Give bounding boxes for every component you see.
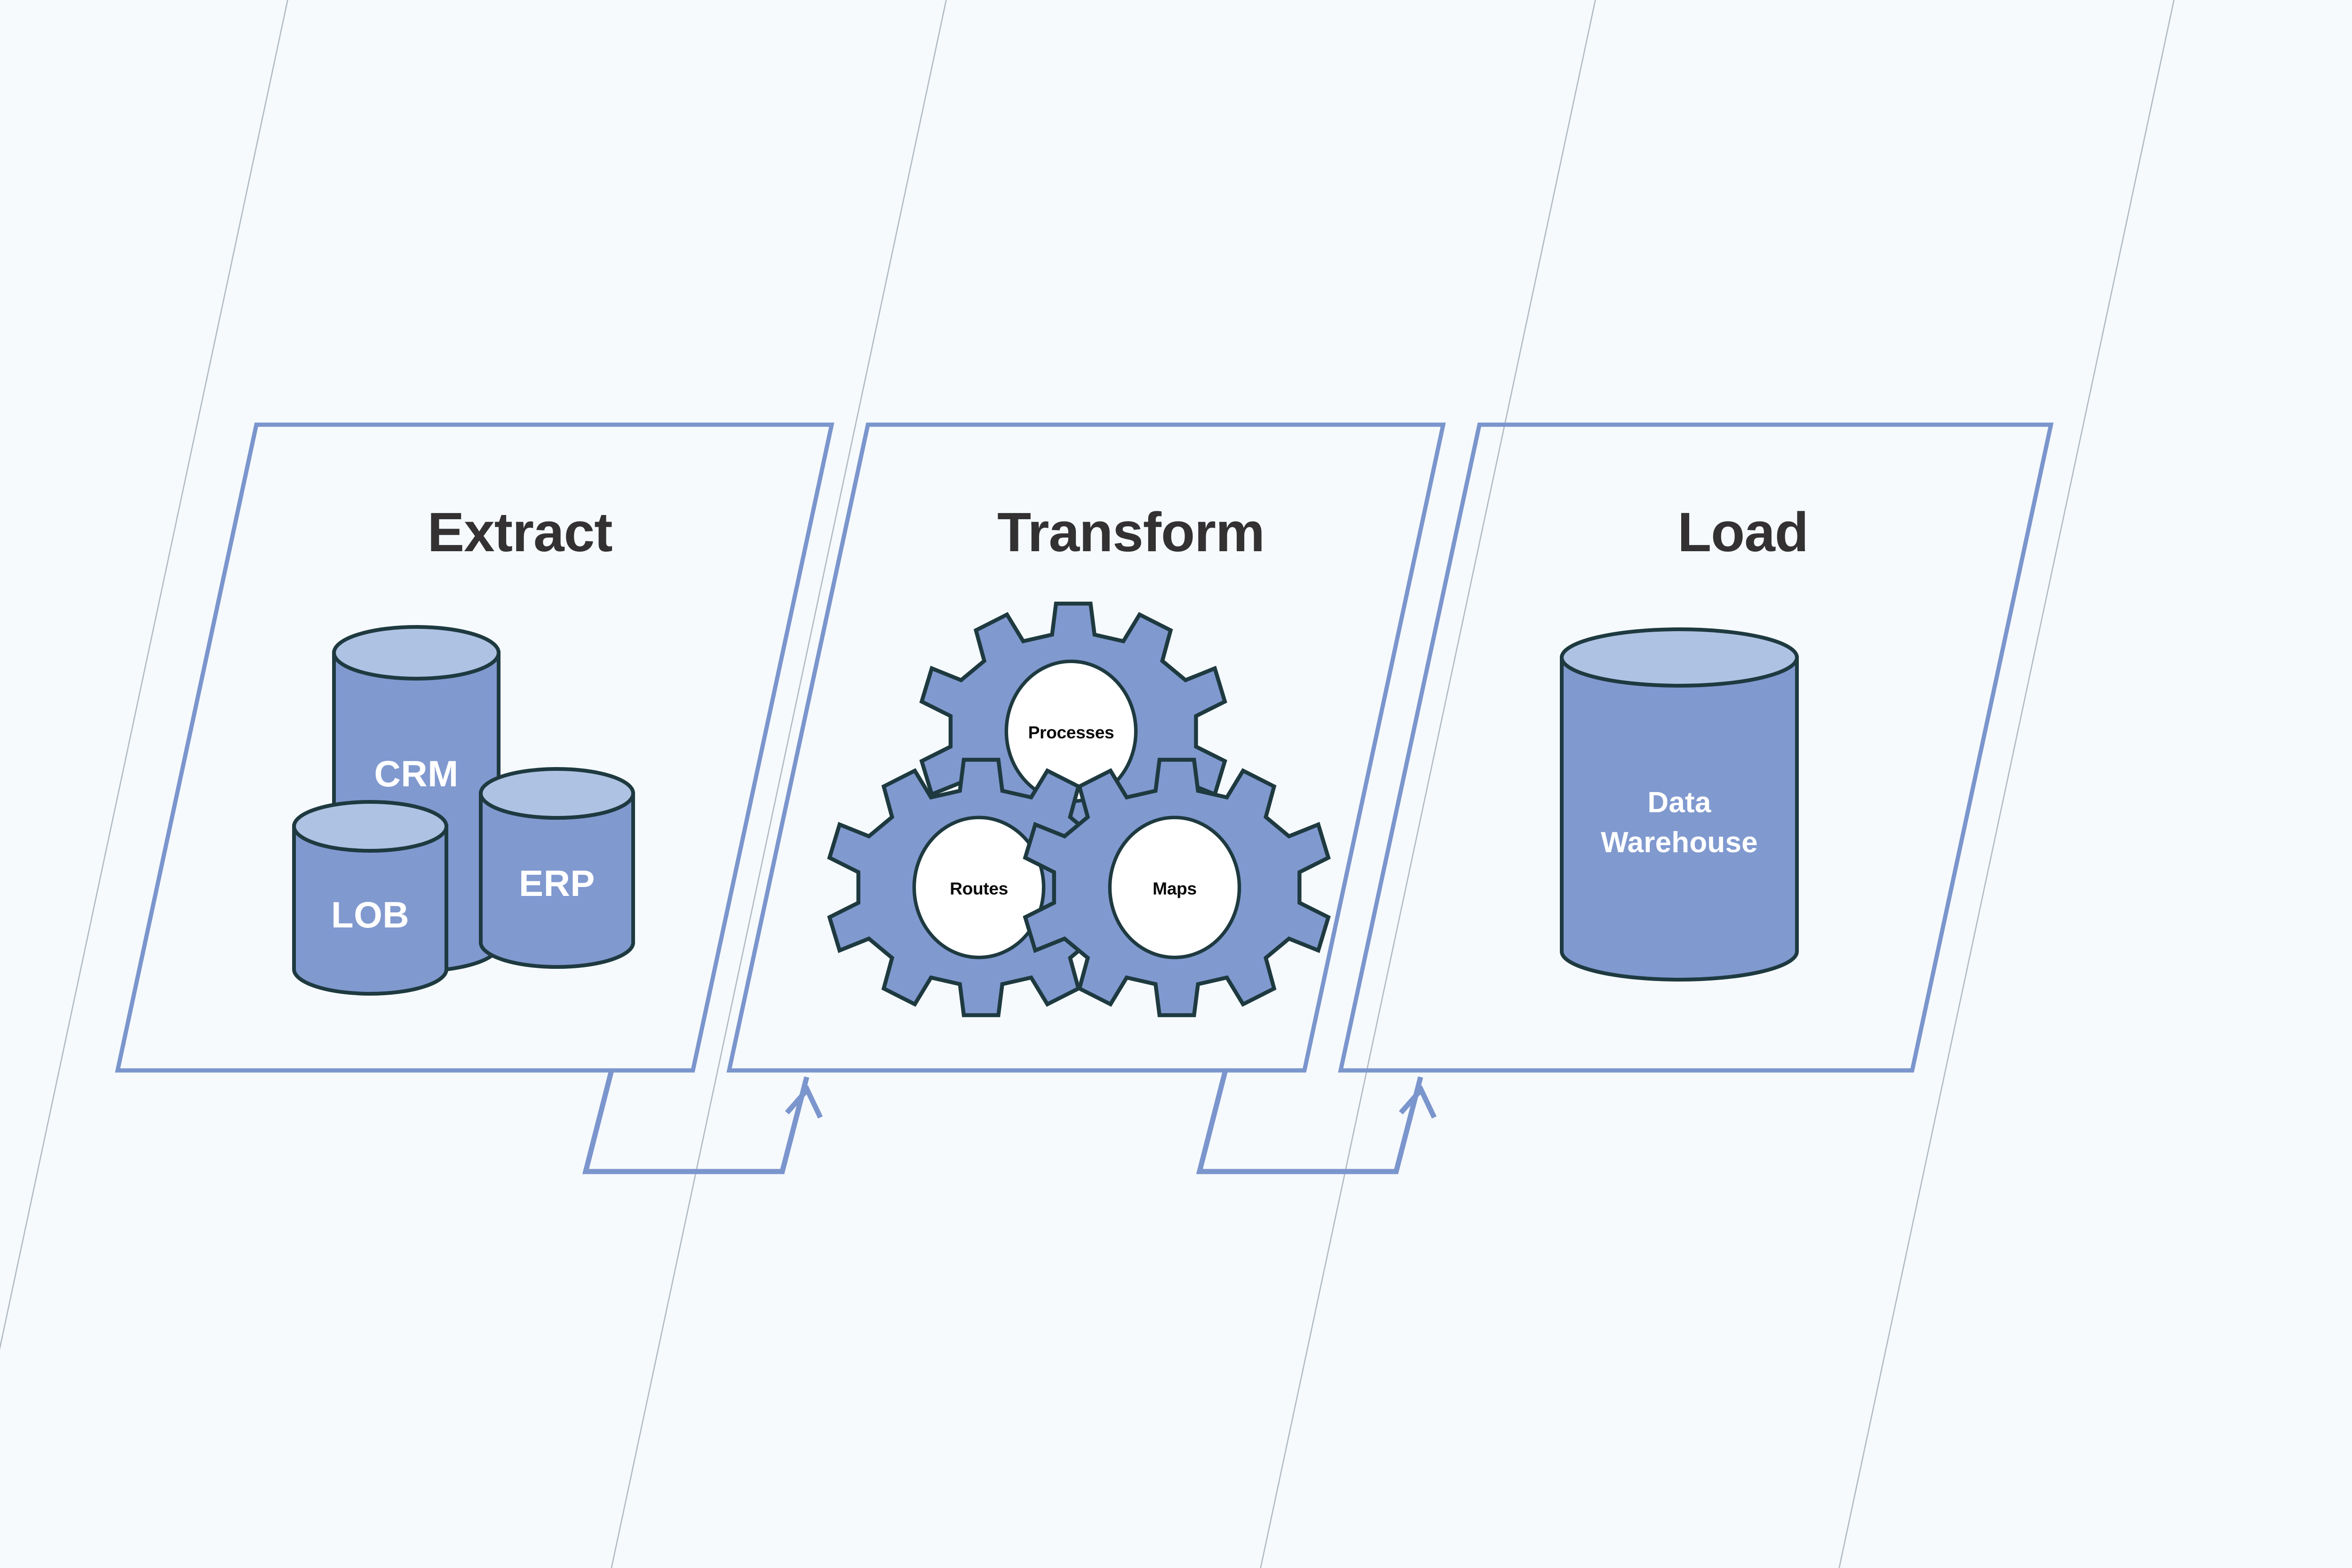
stage-panel-load[interactable]: Load Data Warehouse [1338, 422, 2054, 1073]
cylinder-data-warehouse-top [1560, 627, 1799, 688]
gear-maps-hub [1108, 816, 1241, 959]
cylinder-erp[interactable]: ERP [479, 767, 635, 969]
cylinder-erp-label: ERP [519, 863, 595, 904]
cylinder-lob-body [292, 824, 448, 996]
stage-panel-extract[interactable]: Extract CRM ERP LOB [115, 422, 834, 1073]
gear-routes[interactable]: Routes [829, 760, 1132, 1015]
gear-processes[interactable]: Processes [922, 603, 1224, 859]
gear-routes-label: Routes [950, 879, 1008, 898]
cylinder-crm-top [332, 625, 501, 681]
connector-extract-to-transform-arrowhead [785, 1085, 823, 1119]
gear-maps-label: Maps [1152, 879, 1197, 898]
panel-title-load: Load [1677, 501, 1808, 563]
panel-title-extract: Extract [427, 501, 612, 563]
cylinder-lob-top [292, 800, 448, 853]
cylinder-data-warehouse[interactable]: Data Warehouse [1560, 627, 1799, 982]
connector-transform-to-load-arrowhead [1398, 1085, 1437, 1119]
background-guide-lines [0, 0, 2175, 1568]
connector-extract-to-transform-path [582, 1069, 810, 1174]
connector-extract-to-transform [582, 1069, 823, 1174]
stage-panel-transform[interactable]: Transform Processes Routes Maps [726, 422, 1446, 1073]
cylinder-data-warehouse-body [1560, 656, 1799, 982]
connector-transform-to-load [1196, 1069, 1437, 1174]
panel-title-transform: Transform [997, 501, 1264, 563]
gear-routes-hub [912, 816, 1046, 959]
cylinder-data-warehouse-label-line1: Data [1647, 786, 1711, 819]
cylinder-erp-body [479, 792, 635, 969]
panel-outline-load [1338, 422, 2054, 1073]
cylinder-crm-label: CRM [374, 753, 458, 794]
cylinder-lob[interactable]: LOB [292, 800, 448, 996]
panel-outline-transform [726, 422, 1446, 1073]
cylinder-erp-top [479, 767, 635, 820]
gear-maps[interactable]: Maps [1025, 760, 1328, 1015]
panel-outline-extract [115, 422, 834, 1073]
connector-transform-to-load-path [1196, 1069, 1423, 1174]
gear-processes-label: Processes [1028, 722, 1114, 742]
cylinder-data-warehouse-label-line2: Warehouse [1601, 826, 1758, 859]
cylinder-lob-label: LOB [331, 894, 409, 935]
